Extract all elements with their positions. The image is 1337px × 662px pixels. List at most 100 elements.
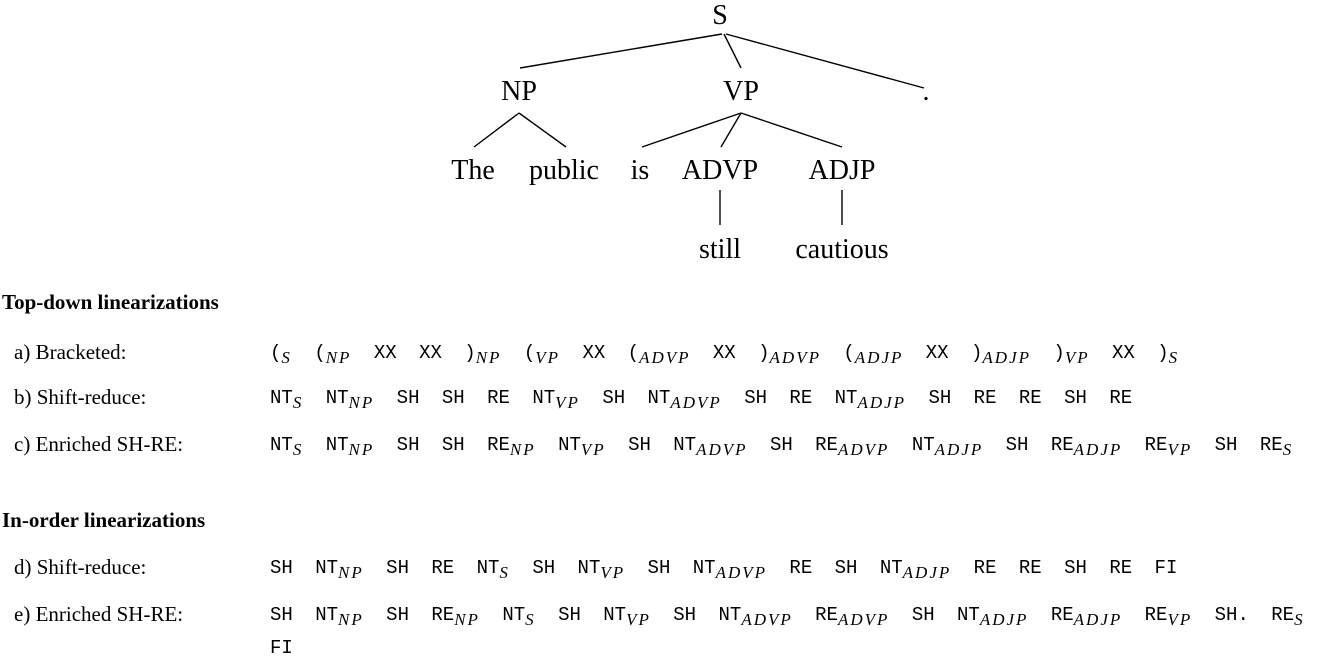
action-token: NTS [502, 604, 536, 629]
tree-node-is: is [630, 155, 650, 186]
action-token: RE [1018, 557, 1042, 579]
linearization-label: d) Shift-reduce: [14, 555, 147, 579]
linearization-sequence: NTS NTNP SH SH RENP NTVP SH NTADVP SH RE… [270, 431, 1337, 464]
token-subscript: ADJP [1073, 610, 1123, 629]
token-subscript: S [292, 393, 304, 412]
linearization-sequence: (S (NP XX XX )NP (VP XX (ADVP XX )ADVP (… [270, 339, 1337, 372]
token-subscript: ADVP [715, 563, 768, 582]
token-subscript: ADJP [979, 610, 1029, 629]
action-token: NTADJP [911, 434, 984, 459]
token-subscript: VP [555, 393, 580, 412]
tree-edge [740, 112, 843, 148]
action-token: NTNP [315, 604, 364, 629]
action-token: SH [441, 434, 465, 456]
action-token: NTADJP [879, 557, 952, 582]
action-token: RE [1018, 387, 1042, 409]
token-subscript: ADVP [741, 610, 793, 629]
tree-edge [473, 112, 520, 148]
linearization-sequence: SH NTNP SH RE NTS SH NTVP SH NTADVP RE S… [270, 554, 1337, 587]
linearization-label: e) Enriched SH-RE: [14, 602, 184, 626]
tree-node-adjp: ADJP [808, 155, 876, 186]
action-token: READVP [815, 604, 890, 629]
token-subscript: ADJP [982, 348, 1031, 367]
action-token: FI [270, 637, 293, 659]
action-token: NTADVP [647, 387, 722, 412]
action-token: XX [712, 342, 736, 364]
action-token: )VP [1053, 342, 1090, 367]
action-token: RE [487, 387, 510, 409]
action-token: RES [1259, 434, 1294, 459]
token-subscript: ADJP [854, 348, 904, 367]
token-subscript: VP [535, 348, 561, 367]
action-token: NTNP [325, 434, 375, 459]
action-token: NTVP [558, 434, 606, 459]
action-token: (NP [314, 342, 352, 367]
action-token: NTVP [532, 387, 580, 412]
action-token: XX [373, 342, 397, 364]
token-subscript: ADJP [1073, 440, 1123, 459]
action-token: RENP [431, 604, 480, 629]
action-token: SH [628, 434, 651, 456]
action-token: SH [386, 604, 409, 626]
action-token: RE [1109, 387, 1133, 409]
action-token: SH [386, 557, 409, 579]
token-subscript: ADVP [837, 440, 890, 459]
action-token: SH [1005, 434, 1029, 456]
action-token: RE [1109, 557, 1133, 579]
action-token: SH [1214, 434, 1238, 456]
action-token: SH [532, 557, 556, 579]
action-token: )ADJP [971, 342, 1031, 367]
token-subscript: S [1294, 610, 1305, 629]
action-token: SH [744, 387, 768, 409]
action-token: REVP [1144, 434, 1193, 459]
token-subscript: S [499, 563, 510, 582]
action-token: SH [911, 604, 935, 626]
token-subscript: VP [1167, 610, 1193, 629]
action-token: NTADJP [834, 387, 907, 412]
action-token: SH [270, 604, 293, 626]
tree-edge [641, 112, 742, 148]
token-subscript: S [525, 610, 536, 629]
linearization-sequence: NTS NTNP SH SH RE NTVP SH NTADVP SH RE N… [270, 384, 1337, 417]
tree-edge [725, 33, 925, 89]
token-subscript: NP [475, 348, 502, 367]
token-subscript: NP [509, 440, 536, 459]
action-token: SH [1064, 387, 1087, 409]
tree-node-the: The [451, 155, 495, 186]
token-subscript: NP [348, 393, 375, 412]
action-token: SH [769, 434, 793, 456]
action-token: XX [419, 342, 442, 364]
action-token: NTADVP [692, 557, 768, 582]
action-token: SH [602, 387, 626, 409]
action-token: NTADVP [718, 604, 793, 629]
token-subscript: ADVP [639, 348, 691, 367]
action-token: XX [925, 342, 949, 364]
action-token: NTVP [577, 557, 626, 582]
action-token: SH [673, 604, 697, 626]
action-token: NTS [476, 557, 510, 582]
token-subscript: VP [626, 610, 651, 629]
token-subscript: NP [454, 610, 480, 629]
tree-node-vp: VP [723, 76, 759, 107]
tree-edge [720, 112, 742, 148]
action-token: SH [647, 557, 671, 579]
token-subscript: VP [1064, 348, 1090, 367]
tree-edge [518, 112, 567, 148]
action-token: XX [1112, 342, 1135, 364]
action-token: SH [396, 434, 420, 456]
tree-node-cautious: cautious [795, 234, 889, 265]
section-heading: In-order linearizations [2, 508, 206, 532]
token-subscript: VP [1167, 440, 1193, 459]
token-subscript: S [1168, 348, 1180, 367]
tree-node-s: S [712, 0, 728, 31]
action-token: RE [431, 557, 455, 579]
action-token: )S [1157, 342, 1180, 367]
token-subscript: NP [325, 348, 352, 367]
action-token: FI [1154, 557, 1178, 579]
action-token: (ADVP [627, 342, 691, 367]
tree-node-punct: . [922, 76, 930, 107]
action-token: NTVP [603, 604, 651, 629]
action-token: SH [928, 387, 952, 409]
token-subscript: ADVP [837, 610, 890, 629]
action-token: READJP [1050, 604, 1123, 629]
